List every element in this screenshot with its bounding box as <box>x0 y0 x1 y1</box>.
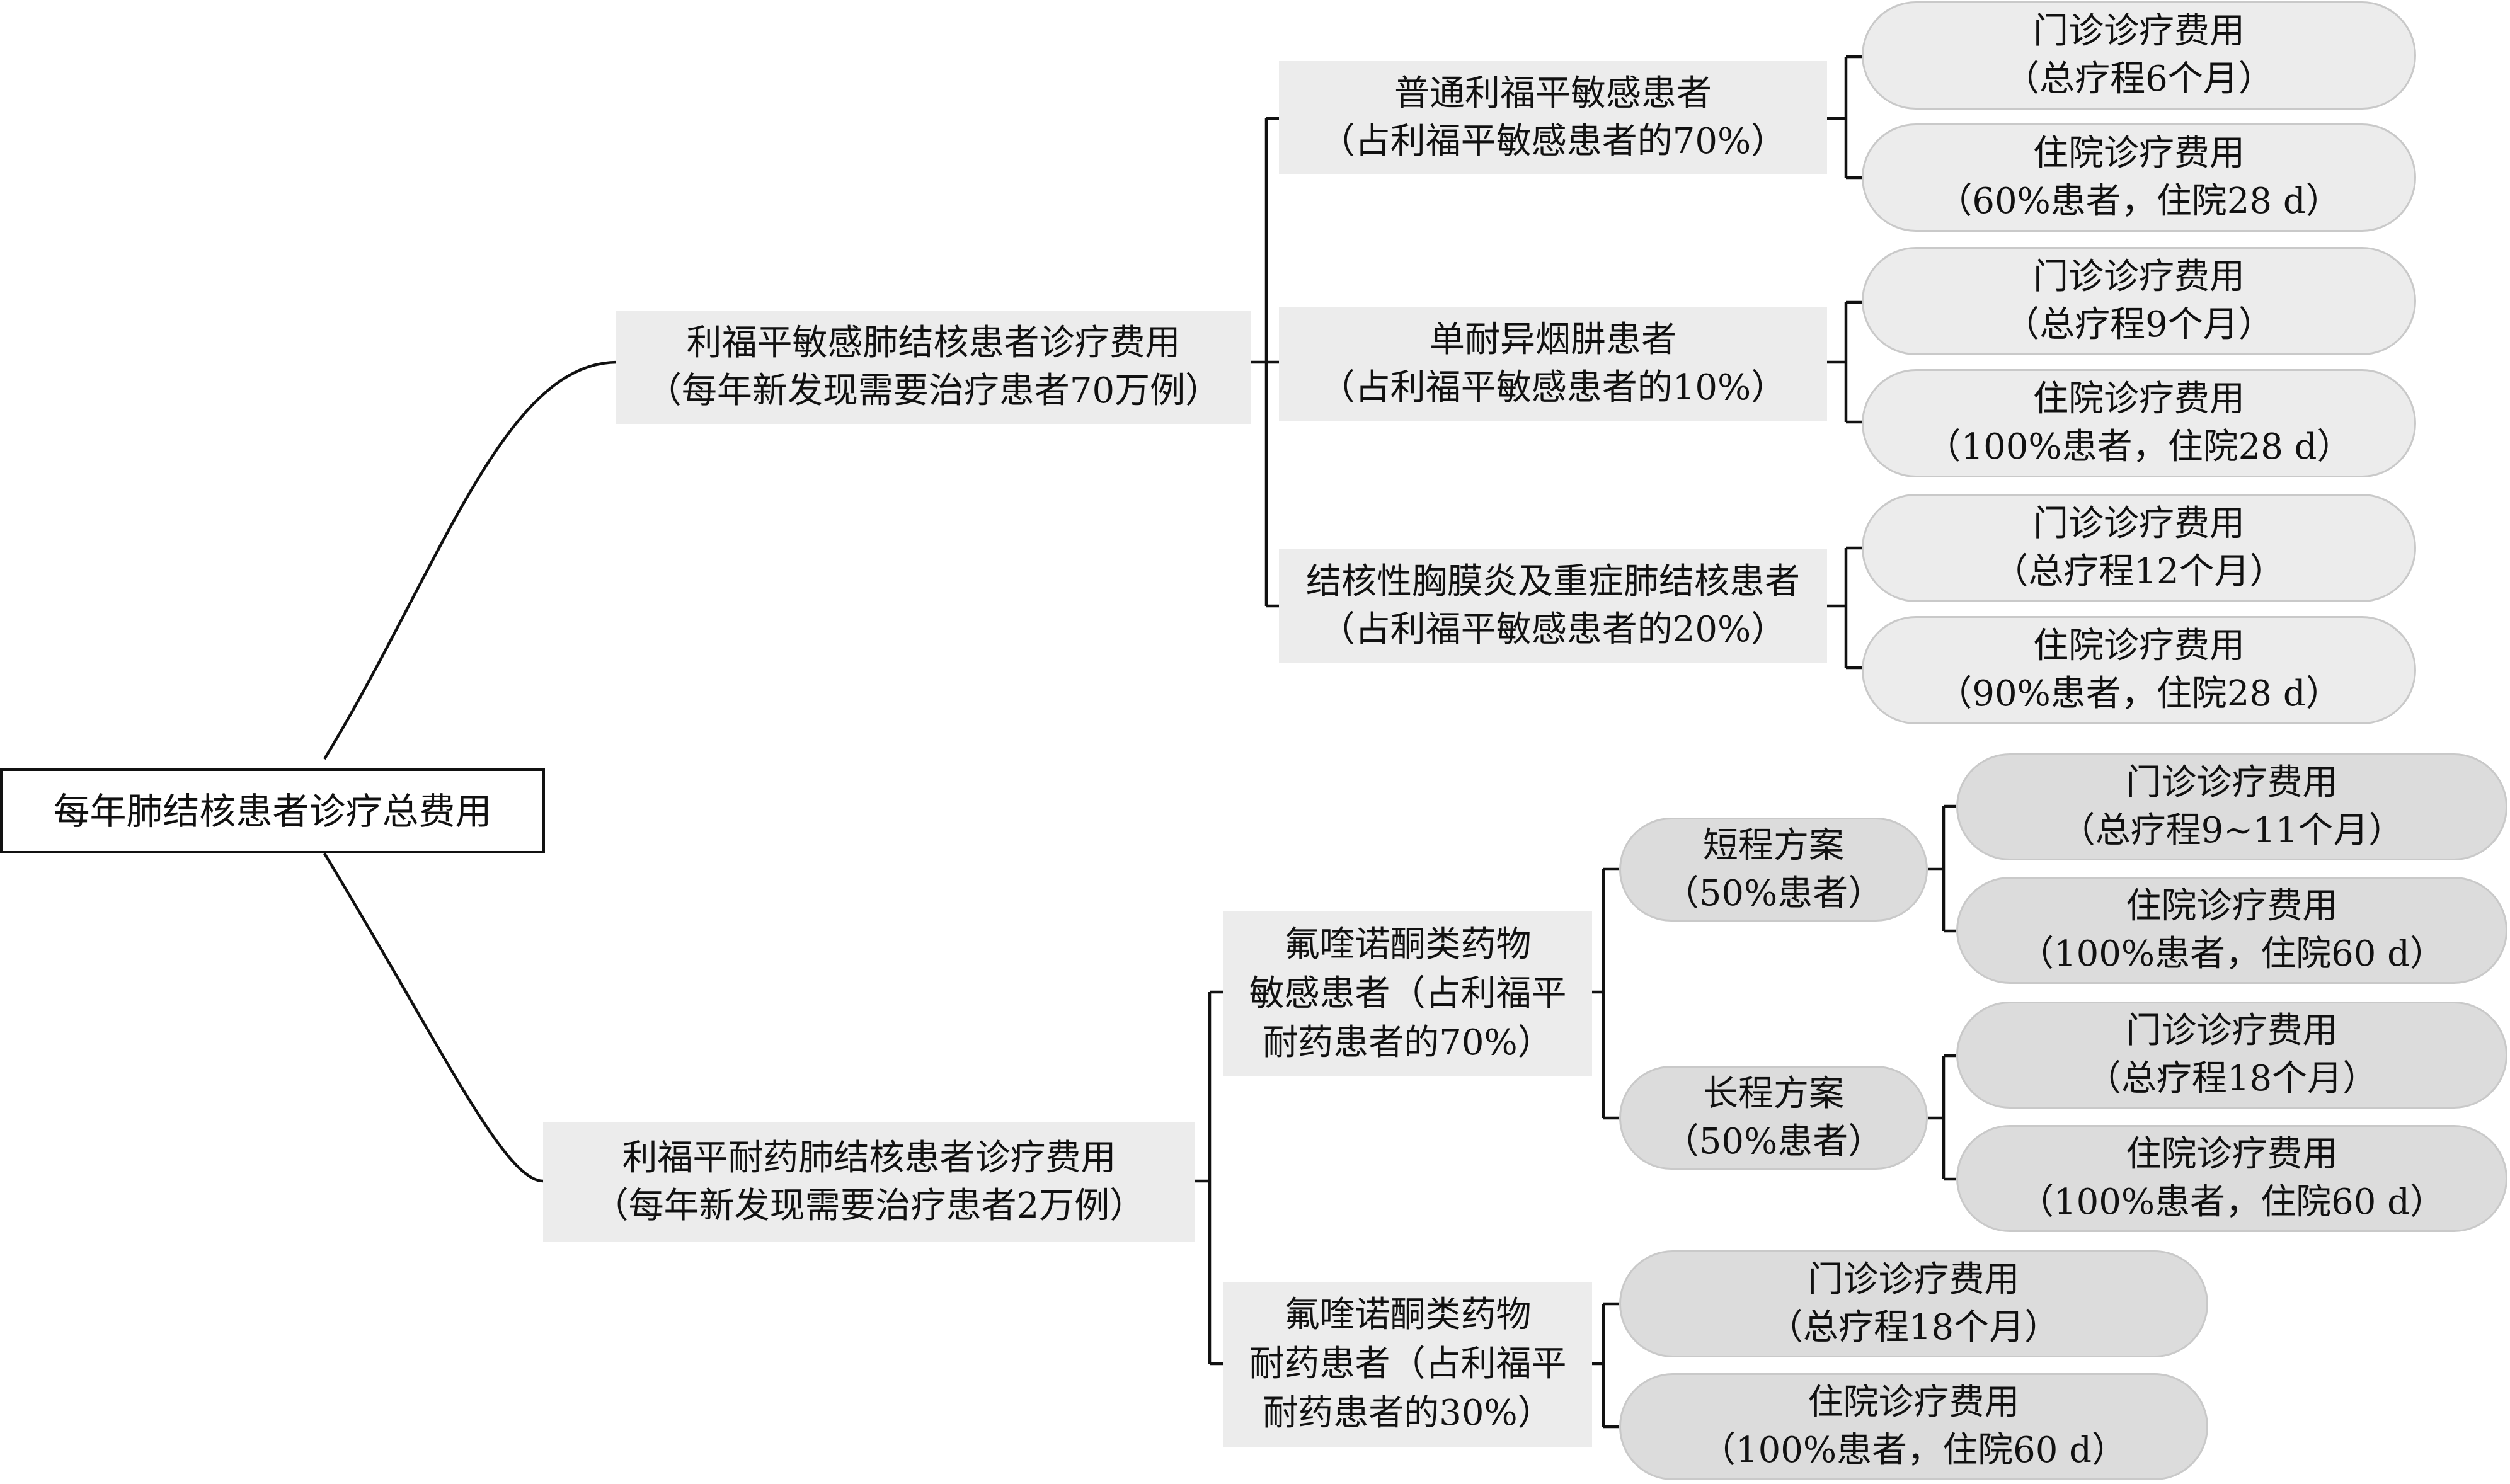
leaf-label: 门诊诊疗费用 <box>2033 503 2245 544</box>
leaf-sub: （总疗程9个月） <box>2004 304 2274 345</box>
group-pleurisy-severe: 结核性胸膜炎及重症肺结核患者 （占利福平敏感患者的20%） <box>1279 549 1827 663</box>
group-sub: （占利福平敏感患者的70%） <box>1319 121 1787 162</box>
leaf-label: 住院诊疗费用 <box>2033 133 2245 174</box>
leaf-inpatient-g2: 住院诊疗费用 （100%患者，住院28 d） <box>1862 369 2416 477</box>
leaf-label: 门诊诊疗费用 <box>2126 762 2338 803</box>
leaf-inpatient-fq-resistant: 住院诊疗费用 （100%患者，住院60 d） <box>1619 1373 2208 1480</box>
fq-line: 氟喹诺酮类药物 <box>1284 924 1532 965</box>
leaf-label: 住院诊疗费用 <box>2126 886 2338 927</box>
connector-root-resistant <box>323 852 544 1183</box>
leaf-outpatient-g3: 门诊诊疗费用 （总疗程12个月） <box>1862 494 2416 602</box>
group-fq-sensitive: 氟喹诺酮类药物 敏感患者（占利福平 耐药患者的70%） <box>1223 911 1592 1076</box>
resistant-cost-node: 利福平耐药肺结核患者诊疗费用 （每年新发现需要治疗患者2万例） <box>543 1122 1195 1242</box>
leaf-inpatient-g1: 住院诊疗费用 （60%患者，住院28 d） <box>1862 123 2416 232</box>
leaf-sub: （100%患者，住院60 d） <box>2018 1182 2445 1223</box>
short-plan-node: 短程方案 （50%患者） <box>1619 818 1928 922</box>
leaf-outpatient-short: 门诊诊疗费用 （总疗程9~11个月） <box>1956 753 2507 860</box>
connector-sensitive-groups <box>1251 117 1279 608</box>
root-label: 每年肺结核患者诊疗总费用 <box>53 789 492 833</box>
plan-sub: （50%患者） <box>1663 1121 1884 1162</box>
group-isoniazid-mono-resistant: 单耐异烟肼患者 （占利福平敏感患者的10%） <box>1279 307 1827 421</box>
connector-group2-leaves <box>1827 300 1862 424</box>
group-ordinary-sensitive: 普通利福平敏感患者 （占利福平敏感患者的70%） <box>1279 61 1827 174</box>
group-sub: （占利福平敏感患者的20%） <box>1319 609 1787 650</box>
leaf-label: 门诊诊疗费用 <box>1808 1259 2020 1300</box>
resistant-label: 利福平耐药肺结核患者诊疗费用 <box>622 1138 1116 1179</box>
leaf-outpatient-fq-resistant: 门诊诊疗费用 （总疗程18个月） <box>1619 1250 2208 1357</box>
sensitive-label: 利福平敏感肺结核患者诊疗费用 <box>686 322 1181 363</box>
leaf-sub: （总疗程6个月） <box>2004 59 2274 100</box>
leaf-sub: （总疗程12个月） <box>1993 551 2285 592</box>
fq-line: 敏感患者（占利福平 <box>1249 973 1567 1014</box>
leaf-sub: （90%患者，住院28 d） <box>1937 673 2341 714</box>
leaf-label: 住院诊疗费用 <box>2033 379 2245 420</box>
leaf-inpatient-g3: 住院诊疗费用 （90%患者，住院28 d） <box>1862 616 2416 724</box>
connector-long-plan-leaves <box>1928 1054 1956 1181</box>
leaf-outpatient-g2: 门诊诊疗费用 （总疗程9个月） <box>1862 247 2416 355</box>
leaf-label: 门诊诊疗费用 <box>2033 11 2245 52</box>
plan-sub: （50%患者） <box>1663 872 1884 914</box>
group-label: 结核性胸膜炎及重症肺结核患者 <box>1306 561 1800 602</box>
connector-short-plan-leaves <box>1928 804 1956 933</box>
leaf-sub: （100%患者，住院28 d） <box>1925 426 2352 467</box>
leaf-sub: （总疗程18个月） <box>2085 1058 2378 1099</box>
sensitive-sub: （每年新发现需要治疗患者70万例） <box>646 370 1221 411</box>
leaf-inpatient-short: 住院诊疗费用 （100%患者，住院60 d） <box>1956 877 2507 984</box>
connector-fq-resistant-leaves <box>1592 1302 1619 1429</box>
leaf-label: 住院诊疗费用 <box>1808 1382 2020 1423</box>
plan-label: 短程方案 <box>1703 825 1844 866</box>
leaf-sub: （100%患者，住院60 d） <box>2018 933 2445 974</box>
leaf-label: 住院诊疗费用 <box>2033 625 2245 666</box>
leaf-inpatient-long: 住院诊疗费用 （100%患者，住院60 d） <box>1956 1125 2507 1232</box>
leaf-outpatient-long: 门诊诊疗费用 （总疗程18个月） <box>1956 1002 2507 1109</box>
fq-line: 氟喹诺酮类药物 <box>1284 1294 1532 1335</box>
leaf-label: 门诊诊疗费用 <box>2033 256 2245 297</box>
leaf-sub: （总疗程9~11个月） <box>2060 810 2404 851</box>
sensitive-cost-node: 利福平敏感肺结核患者诊疗费用 （每年新发现需要治疗患者70万例） <box>616 311 1251 424</box>
leaf-label: 门诊诊疗费用 <box>2126 1010 2338 1051</box>
fq-line: 耐药患者的30%） <box>1263 1393 1553 1434</box>
fq-line: 耐药患者（占利福平 <box>1249 1344 1567 1384</box>
connector-resistant-fq <box>1195 990 1223 1366</box>
group-sub: （占利福平敏感患者的10%） <box>1319 367 1787 408</box>
group-label: 普通利福平敏感患者 <box>1394 73 1712 114</box>
leaf-sub: （100%患者，住院60 d） <box>1700 1430 2127 1471</box>
leaf-outpatient-g1: 门诊诊疗费用 （总疗程6个月） <box>1862 1 2416 110</box>
connector-group1-leaves <box>1827 55 1862 180</box>
group-fq-resistant: 氟喹诺酮类药物 耐药患者（占利福平 耐药患者的30%） <box>1223 1282 1592 1447</box>
connector-root-sensitive <box>323 360 618 760</box>
root-node: 每年肺结核患者诊疗总费用 <box>0 768 545 853</box>
leaf-sub: （60%患者，住院28 d） <box>1937 181 2341 222</box>
connector-group3-leaves <box>1827 546 1862 670</box>
group-label: 单耐异烟肼患者 <box>1430 319 1676 360</box>
leaf-sub: （总疗程18个月） <box>1767 1307 2060 1348</box>
long-plan-node: 长程方案 （50%患者） <box>1619 1066 1928 1170</box>
resistant-sub: （每年新发现需要治疗患者2万例） <box>593 1185 1145 1226</box>
connector-fq-sensitive-plans <box>1592 867 1619 1120</box>
leaf-label: 住院诊疗费用 <box>2126 1134 2338 1175</box>
plan-label: 长程方案 <box>1703 1073 1844 1114</box>
fq-line: 耐药患者的70%） <box>1263 1022 1553 1063</box>
